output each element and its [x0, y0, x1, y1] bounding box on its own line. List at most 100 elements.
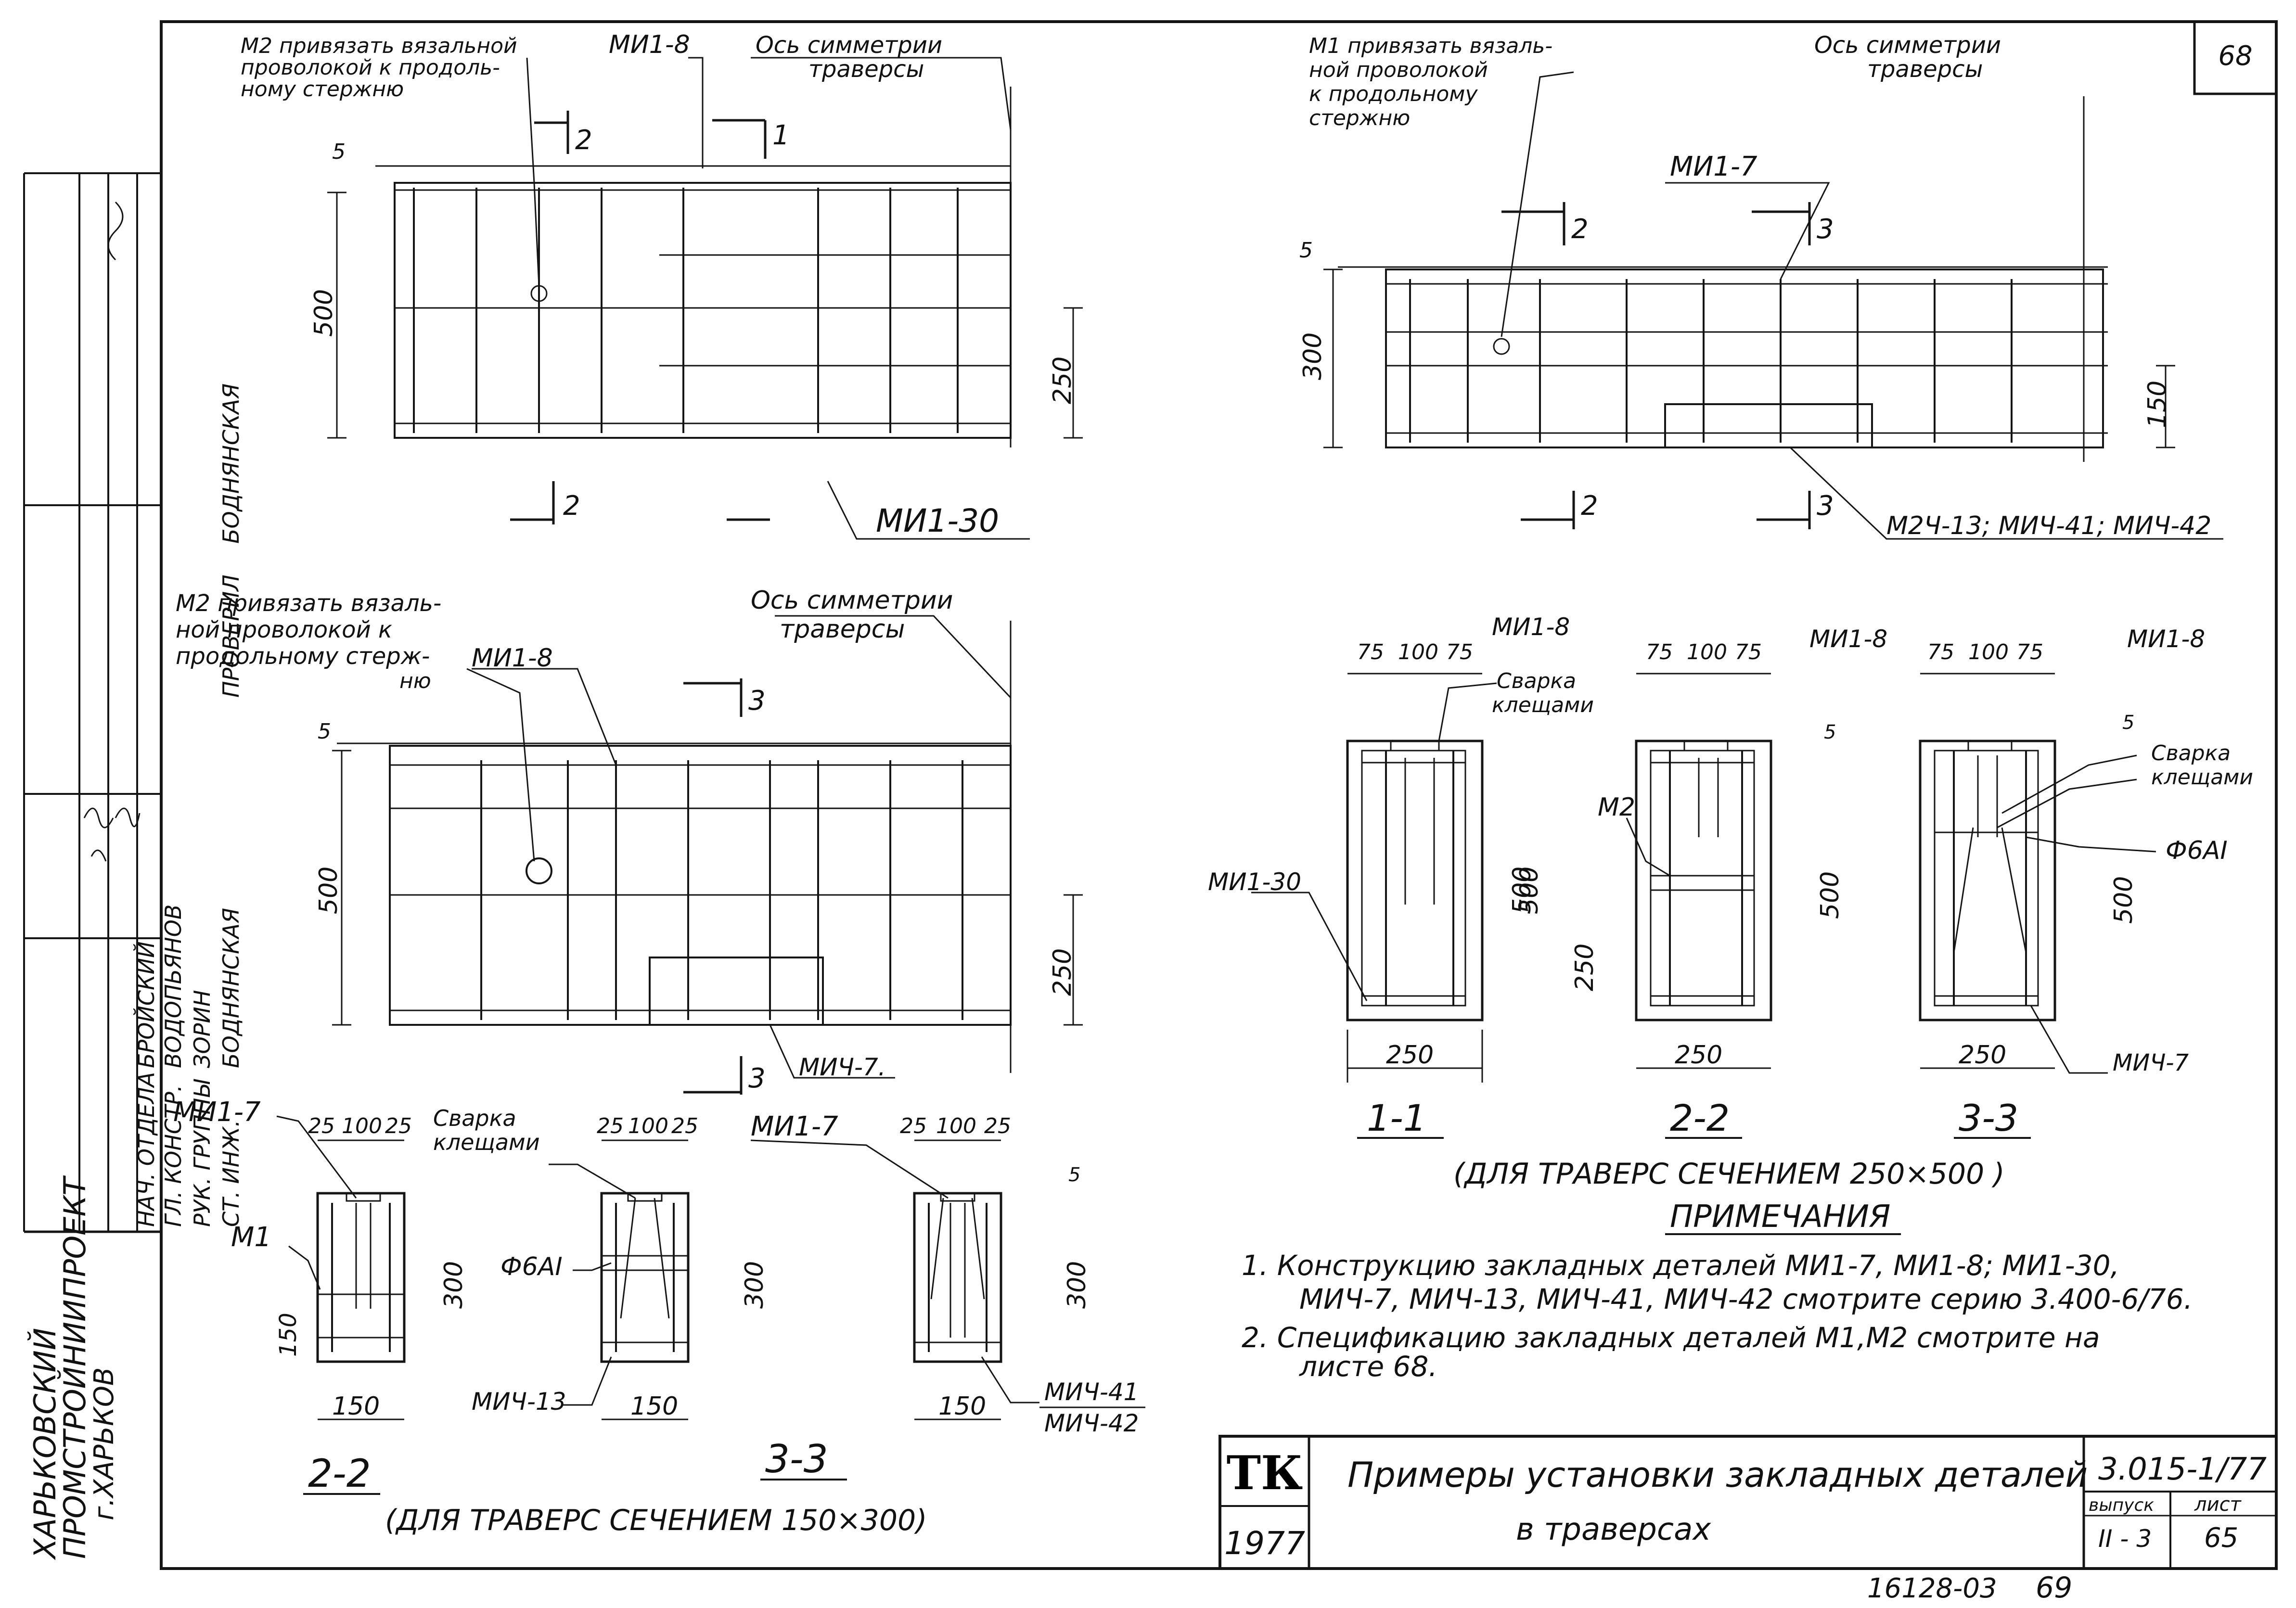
ss3a-label-mich-13: МИЧ-13	[472, 1388, 566, 1416]
s3-label-mi1-8: МИ1-8	[2127, 625, 2205, 653]
e1-cut-2a: 2	[575, 125, 592, 156]
title-block: ТК 1977 Примеры установки закладных дета…	[1219, 1435, 2278, 1570]
section-2-2-small: МИ1-7 М1 25 100 25 150 300 150	[173, 1097, 468, 1421]
tk-year: 1977	[1224, 1525, 1305, 1562]
ss3a-label-phi: Ф6АI	[500, 1252, 563, 1281]
e1-label-mi1-8: МИ1-8	[609, 30, 690, 59]
bottom-stamp: 16128-03	[1867, 1573, 1997, 1604]
e2-m1-note-1: М1 привязать вязаль-	[1309, 34, 1552, 58]
e3-dim-500: 500	[314, 867, 343, 914]
e2-m1-note-2: ной проволокой	[1309, 58, 1488, 82]
e1-cut-1: 1	[772, 120, 790, 151]
s1-dim-100: 100	[1398, 640, 1438, 664]
s1-weld-1: Сварка	[1497, 669, 1576, 693]
side-stamp: ХАРЬКОВСКИЙ ПРОМСТРОЙНИИПРОЕКТ г.ХАРЬКОВ…	[23, 22, 244, 1569]
e1-axis-1: Ось симметрии	[756, 32, 942, 59]
e1-m2-note-3: ному стержню	[241, 77, 404, 102]
s2-dim-5: 5	[1824, 721, 1836, 743]
e3-axis-2: траверсы	[780, 615, 905, 644]
ss3a-dim-300: 300	[740, 1261, 769, 1309]
e2-dim-150: 150	[2143, 381, 2172, 428]
ss2-label-mi1-7: МИ1-7	[173, 1097, 261, 1128]
s3-dim-5: 5	[2122, 712, 2134, 734]
e2-cut-3b: 3	[1817, 490, 1834, 522]
s1-dim-500: 500	[1508, 867, 1537, 914]
ss3a-dim-25a: 25	[597, 1114, 624, 1138]
e1-label-mi1-30: МИ1-30	[876, 502, 999, 539]
ss3a-dim-150: 150	[630, 1392, 678, 1421]
ss3a-dim-25b: 25	[671, 1114, 698, 1138]
e3-cut-3a: 3	[748, 685, 766, 716]
s3-dim-100: 100	[1968, 640, 2009, 664]
e2-dim-5: 5	[1299, 238, 1313, 263]
s1-weld-2: клещами	[1492, 693, 1594, 717]
e3-cut-3b: 3	[748, 1063, 766, 1094]
s3-dim-500: 500	[2109, 876, 2138, 924]
s3-label-phi: Ф6АI	[2166, 836, 2228, 865]
s3-dim-75b: 75	[2016, 640, 2043, 664]
org-line-1: ХАРЬКОВСКИЙ	[27, 1328, 63, 1560]
issue-label: выпуск	[2089, 1495, 2154, 1515]
s2-dim-250v: 250	[1570, 944, 1599, 991]
e2-axis-1: Ось симметрии	[1814, 32, 2001, 59]
e3-axis-1: Ось симметрии	[751, 586, 953, 615]
name-1: БРОЙСКИЙ	[133, 941, 159, 1068]
ss3a-dim-100: 100	[628, 1114, 668, 1138]
sheet-label: лист	[2194, 1493, 2242, 1516]
s2-dim-250: 250	[1675, 1041, 1722, 1070]
e3-m2-note-3: продольному стерж-	[176, 643, 430, 670]
s3-weld-2: клещами	[2151, 765, 2253, 790]
e2-label-m24-13: М2Ч-13; МИЧ-41; МИЧ-42	[1886, 511, 2211, 540]
elevation-mi1-8: 5 500 250 3 3 МИ1-8 МИЧ-7. М2 привязать …	[176, 586, 1083, 1095]
s2-dim-500: 500	[1816, 871, 1845, 919]
corner-sheet-number: 68	[2218, 40, 2252, 72]
checked-label: ПРОВЕРИЛ	[218, 574, 244, 698]
e2-cut-3a: 3	[1817, 214, 1834, 245]
e3-m2-note-4: ню	[399, 669, 431, 693]
e1-m2-note-2: проволокой к продоль-	[241, 55, 500, 80]
ss3b-label-mi1-7: МИ1-7	[751, 1111, 838, 1142]
e1-dim-250: 250	[1048, 357, 1077, 404]
e2-cut-2a: 2	[1571, 214, 1589, 245]
name-2: ВОДОПЬЯНОВ	[160, 905, 186, 1068]
e1-cut-2b: 2	[563, 490, 580, 522]
series-number: 3.015-1/77	[2098, 1452, 2267, 1487]
name-4: БОДНЯНСКАЯ	[218, 908, 244, 1068]
s2-dim-75a: 75	[1646, 640, 1673, 664]
e2-axis-2: траверсы	[1867, 56, 1983, 83]
e3-m2-note-2: ной проволокой к	[176, 616, 392, 643]
section-3-3-small-b: МИ1-7 МИЧ-41 МИЧ-42 25 100 25 150 300 5	[750, 1111, 1145, 1437]
role-4: СТ. ИНЖ.	[218, 1120, 244, 1227]
elevation-mi1-30: 5 500 250 2 1 2 МИ1-30 МИ1-8 М2 привязат…	[241, 30, 1083, 540]
ss3a-weld-1: Сварка	[433, 1105, 516, 1131]
section-2-2-large: 75 100 75 5 250 500 500 250 МИ1-8 М2	[1515, 625, 1887, 1070]
ss2-dim-25a: 25	[308, 1114, 335, 1138]
s1-dim-75a: 75	[1357, 640, 1384, 664]
s2-dim-500b: 500	[1515, 867, 1544, 914]
note-1-line-2: МИЧ-7, МИЧ-13, МИЧ-41, МИЧ-42 смотрите с…	[1299, 1283, 2193, 1315]
s1-label-mi1-8: МИ1-8	[1492, 613, 1570, 641]
ss2-dim-150: 150	[332, 1392, 380, 1421]
sheet-value: 65	[2204, 1522, 2238, 1554]
s1-label-mi1-30: МИ1-30	[1208, 868, 1301, 896]
issue-value: II - 3	[2098, 1525, 2152, 1553]
title-2-2: 2-2	[1670, 1097, 1730, 1139]
ss3b-label-mich-42: МИЧ-42	[1044, 1409, 1139, 1437]
title-small-3-3: 3-3	[765, 1437, 828, 1481]
s2-dim-75b: 75	[1735, 640, 1762, 664]
e2-cut-2b: 2	[1581, 490, 1598, 522]
s3-label-mich-7: МИЧ-7	[2113, 1049, 2189, 1076]
e3-dim-250: 250	[1048, 948, 1077, 996]
s1-dim-250: 250	[1386, 1041, 1434, 1070]
signature-1	[83, 807, 114, 862]
s2-label-m2: М2	[1598, 793, 1635, 822]
ss3a-weld-2: клещами	[433, 1129, 540, 1155]
title-small-2-2: 2-2	[308, 1451, 371, 1496]
bottom-page: 69	[2036, 1571, 2072, 1605]
role-2: ГЛ. КОНСТР.	[160, 1085, 186, 1227]
e2-m1-note-4: стержню	[1309, 106, 1410, 130]
e3-dim-5: 5	[318, 719, 331, 744]
ss3b-dim-25a: 25	[900, 1114, 927, 1138]
title-line-2: в траверсах	[1516, 1512, 1711, 1547]
ss2-dim-300: 300	[439, 1261, 468, 1309]
